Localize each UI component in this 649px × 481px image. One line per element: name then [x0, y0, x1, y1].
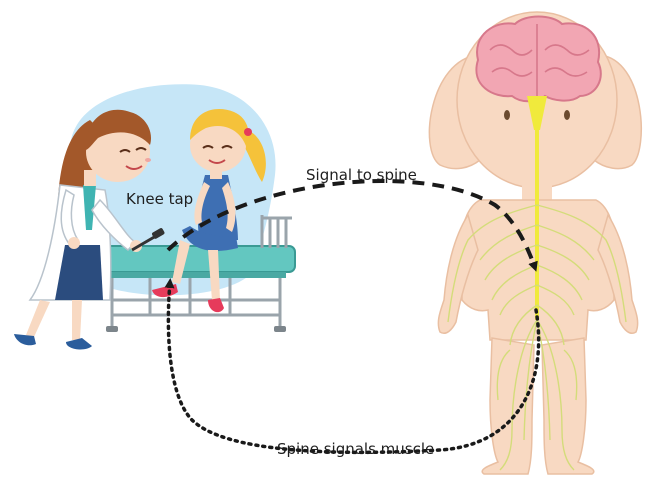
label-knee-tap: Knee tap — [126, 190, 193, 208]
left-leg — [482, 338, 534, 474]
right-leg — [542, 338, 594, 474]
human-body-figure — [429, 12, 641, 474]
label-spine-signals-muscle: Spine signals muscle — [277, 440, 434, 458]
brain — [476, 17, 600, 102]
label-signal-to-spine: Signal to spine — [306, 166, 417, 184]
